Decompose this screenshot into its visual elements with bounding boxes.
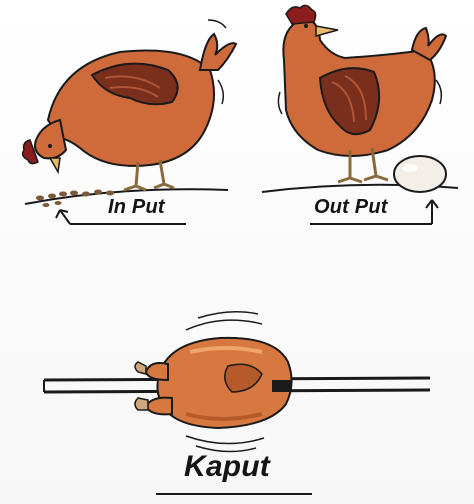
output-caption: Out Put	[314, 196, 388, 218]
roast-chicken-icon	[134, 311, 293, 453]
input-caption: In Put	[108, 196, 165, 218]
arrow-up-icon	[310, 199, 439, 225]
chicken-laying-icon	[261, 4, 459, 193]
arrow-left-icon	[55, 209, 186, 225]
kaput-caption: Kaput	[184, 450, 270, 483]
chicken-eating-icon	[21, 19, 238, 207]
egg-icon	[393, 155, 447, 193]
